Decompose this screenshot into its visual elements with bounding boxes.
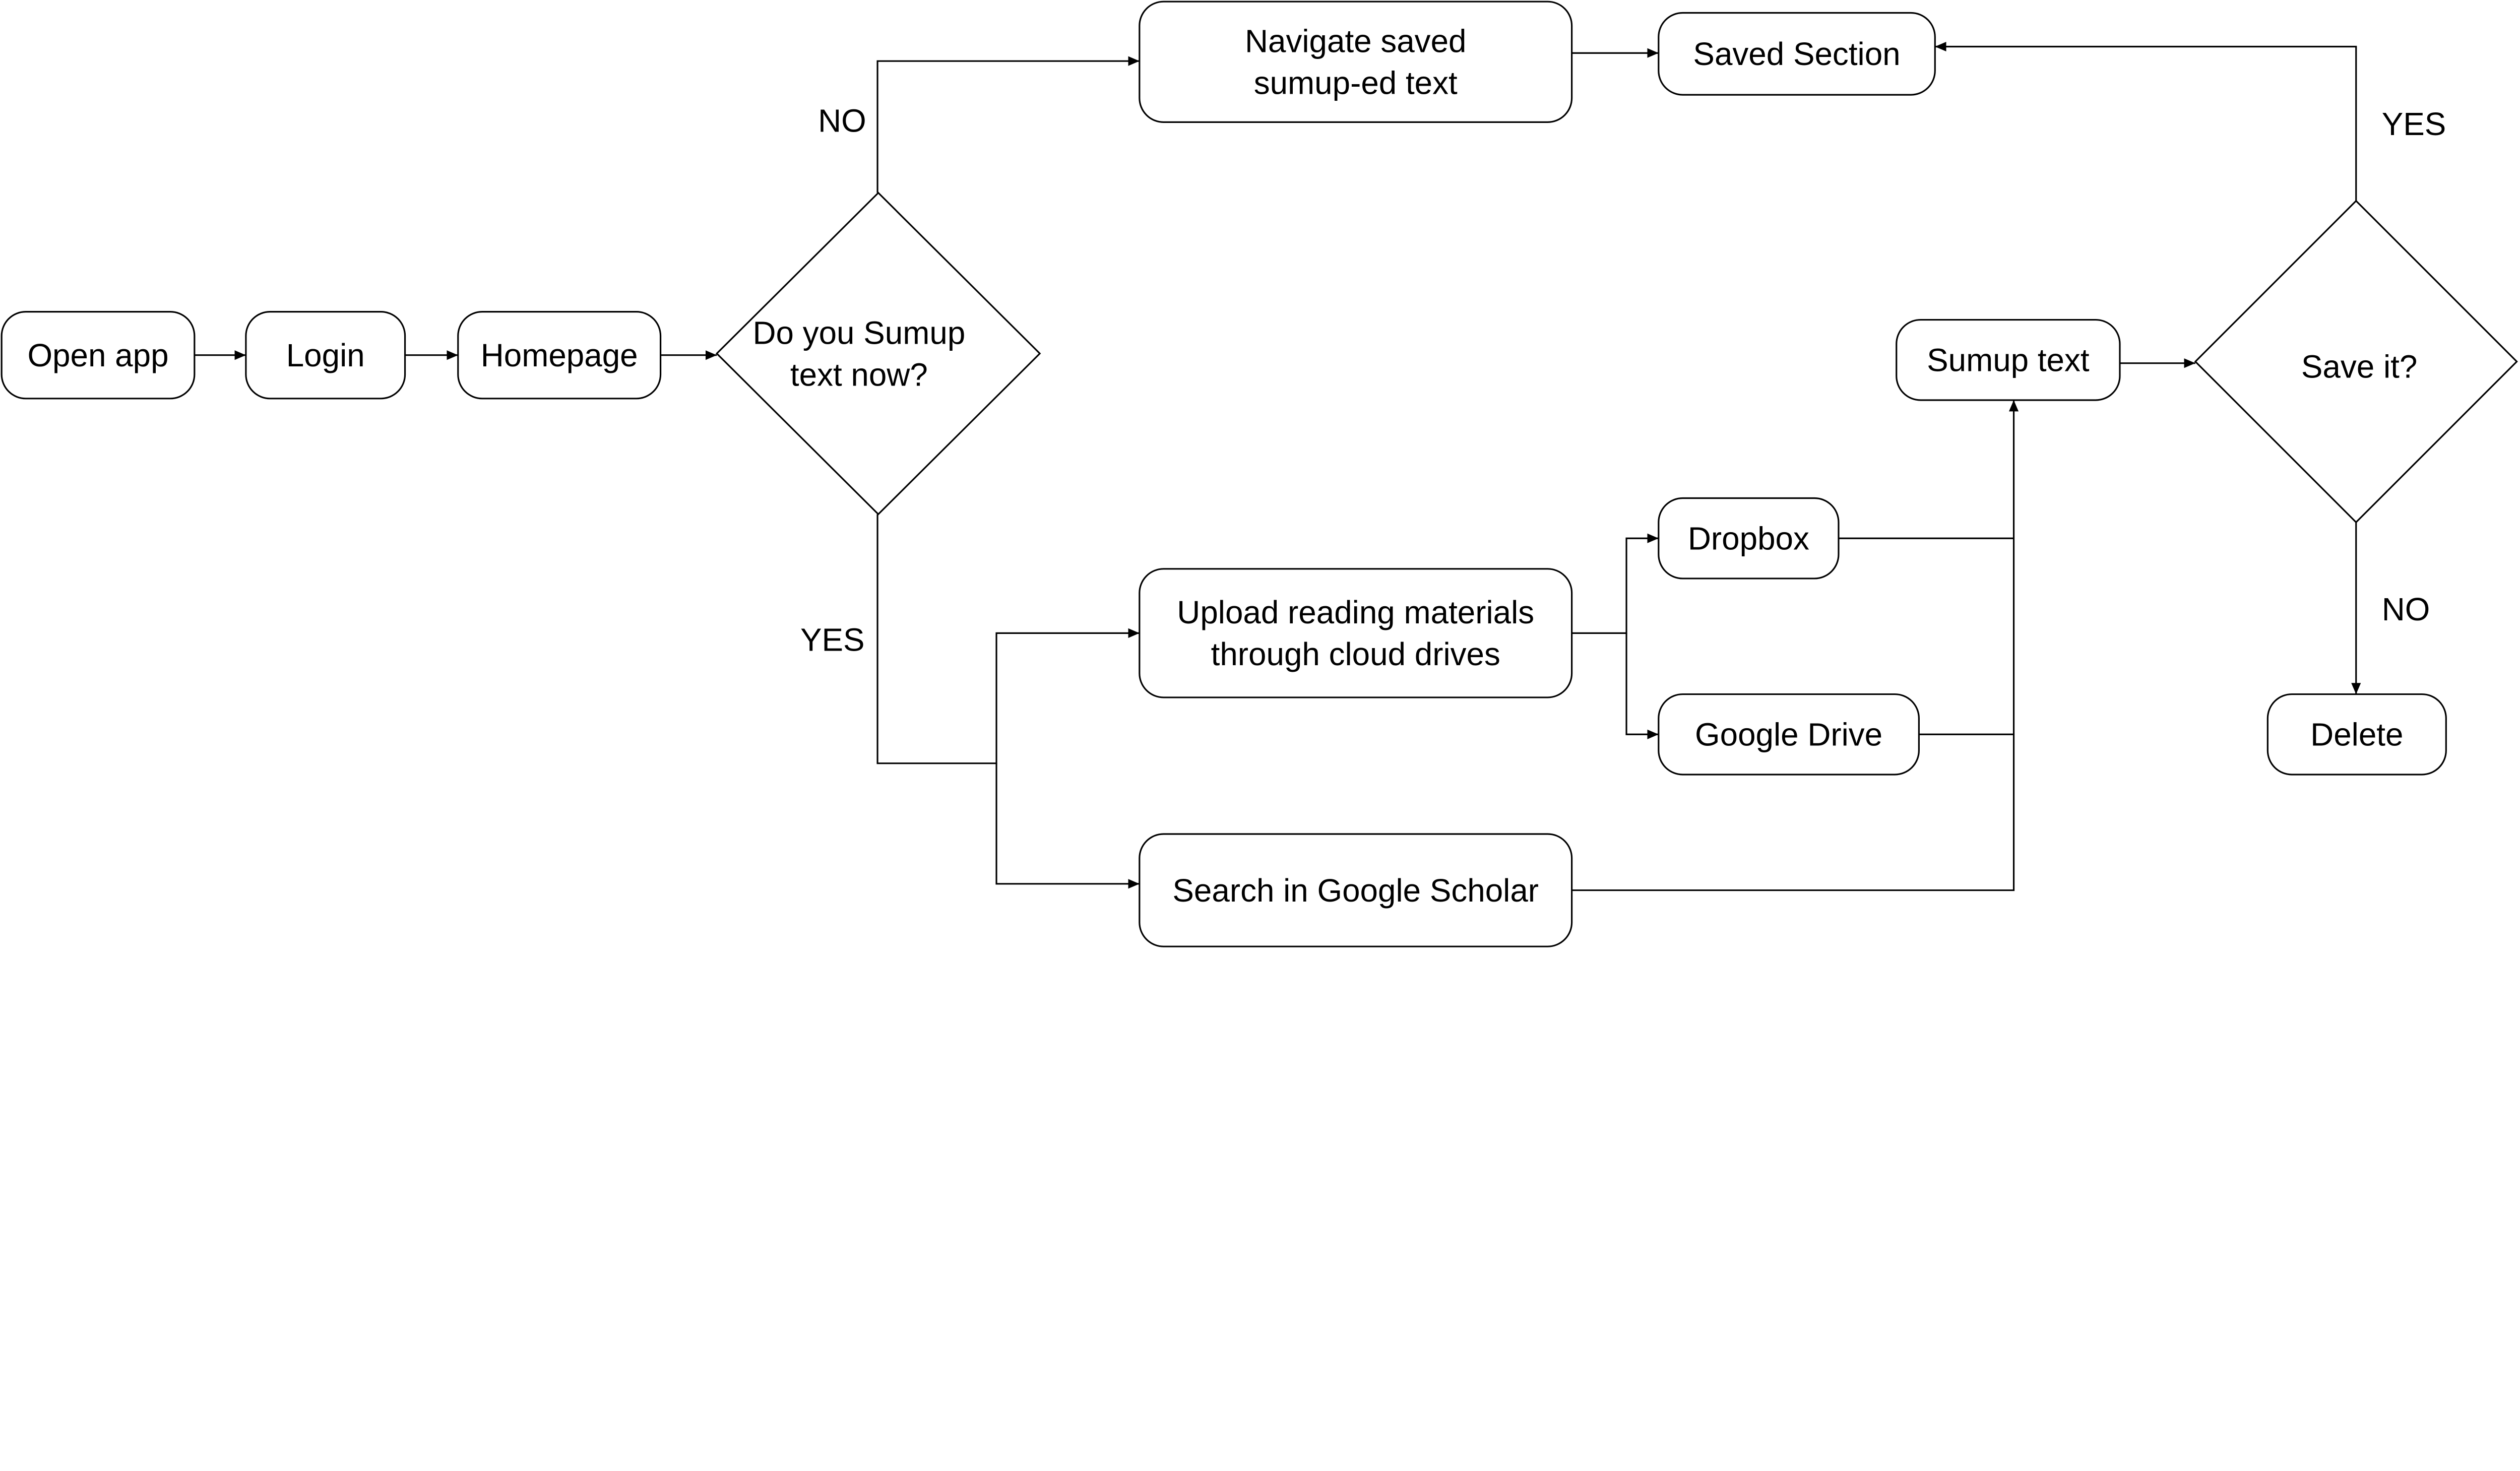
edge-label: NO (2382, 591, 2430, 627)
edge-search-scholar-to-sumup-text (1571, 400, 2019, 891)
edge-label: YES (2382, 106, 2446, 142)
node-decision-save: Save it? (2194, 200, 2518, 524)
decision-diamond (2194, 200, 2518, 524)
edge-upload-to-dropbox (1571, 533, 1659, 634)
process-box (2266, 693, 2447, 776)
process-box (1139, 1, 1573, 123)
node-label: Upload reading materials (1177, 594, 1534, 630)
node-label: Save it? (2301, 348, 2417, 385)
process-box (1139, 833, 1573, 947)
nodes-layer: Open app Login Homepage Do you Sumup text no… (1, 1, 2518, 947)
node-dropbox: Dropbox (1658, 497, 1840, 580)
edges-layer (194, 41, 2361, 891)
edge-decision-sumup-to-upload (876, 514, 1140, 764)
node-login: Login (245, 311, 406, 400)
edge-label: YES (800, 621, 865, 658)
edge-decision-sumup-to-navigate-saved (876, 56, 1140, 193)
flowchart: Open app Login Homepage Do you Sumup text no… (1, 1, 2518, 947)
process-box (457, 311, 662, 400)
process-box (1, 311, 196, 400)
node-open-app: Open app (1, 311, 196, 400)
node-label: Saved Section (1693, 36, 1900, 72)
node-decision-sumup: Do you Sumup text now? (715, 191, 1041, 516)
node-search-scholar: Search in Google Scholar (1139, 833, 1573, 947)
process-box (1896, 318, 2121, 401)
node-navigate-saved: Navigate saved sumup-ed text (1139, 1, 1573, 123)
process-box (1658, 693, 1920, 776)
node-label: Do you Sumup (752, 314, 965, 351)
process-box (1658, 497, 1840, 580)
node-label: Login (286, 337, 365, 373)
edge-decision-save-to-saved-section (1935, 41, 2357, 201)
node-label: Homepage (481, 337, 638, 373)
edge-upload-to-google-drive (1625, 633, 1659, 739)
node-homepage: Homepage (457, 311, 662, 400)
node-label: Dropbox (1688, 521, 1809, 557)
process-box (1139, 568, 1573, 698)
node-delete: Delete (2266, 693, 2447, 776)
node-label: through cloud drives (1211, 636, 1500, 672)
node-upload: Upload reading materials through cloud dr… (1139, 568, 1573, 698)
node-label: sumup-ed text (1254, 65, 1458, 101)
node-label: Sumup text (1927, 342, 2090, 378)
decision-diamond (715, 191, 1041, 516)
node-label: text now? (790, 356, 928, 393)
process-box (1658, 12, 1936, 96)
edge-labels-layer: NO YES YES NO (800, 102, 2446, 658)
edge-decision-sumup-to-search-scholar (995, 763, 1140, 889)
node-label: Delete (2310, 717, 2403, 753)
node-label: Google Drive (1695, 717, 1882, 753)
node-label: Open app (27, 337, 168, 373)
process-box (245, 311, 406, 400)
node-label: Search in Google Scholar (1172, 872, 1539, 909)
node-google-drive: Google Drive (1658, 693, 1920, 776)
node-sumup-text: Sumup text (1896, 318, 2121, 401)
node-saved-section: Saved Section (1658, 12, 1936, 96)
edge-label: NO (818, 102, 866, 139)
node-label: Navigate saved (1245, 23, 1467, 59)
